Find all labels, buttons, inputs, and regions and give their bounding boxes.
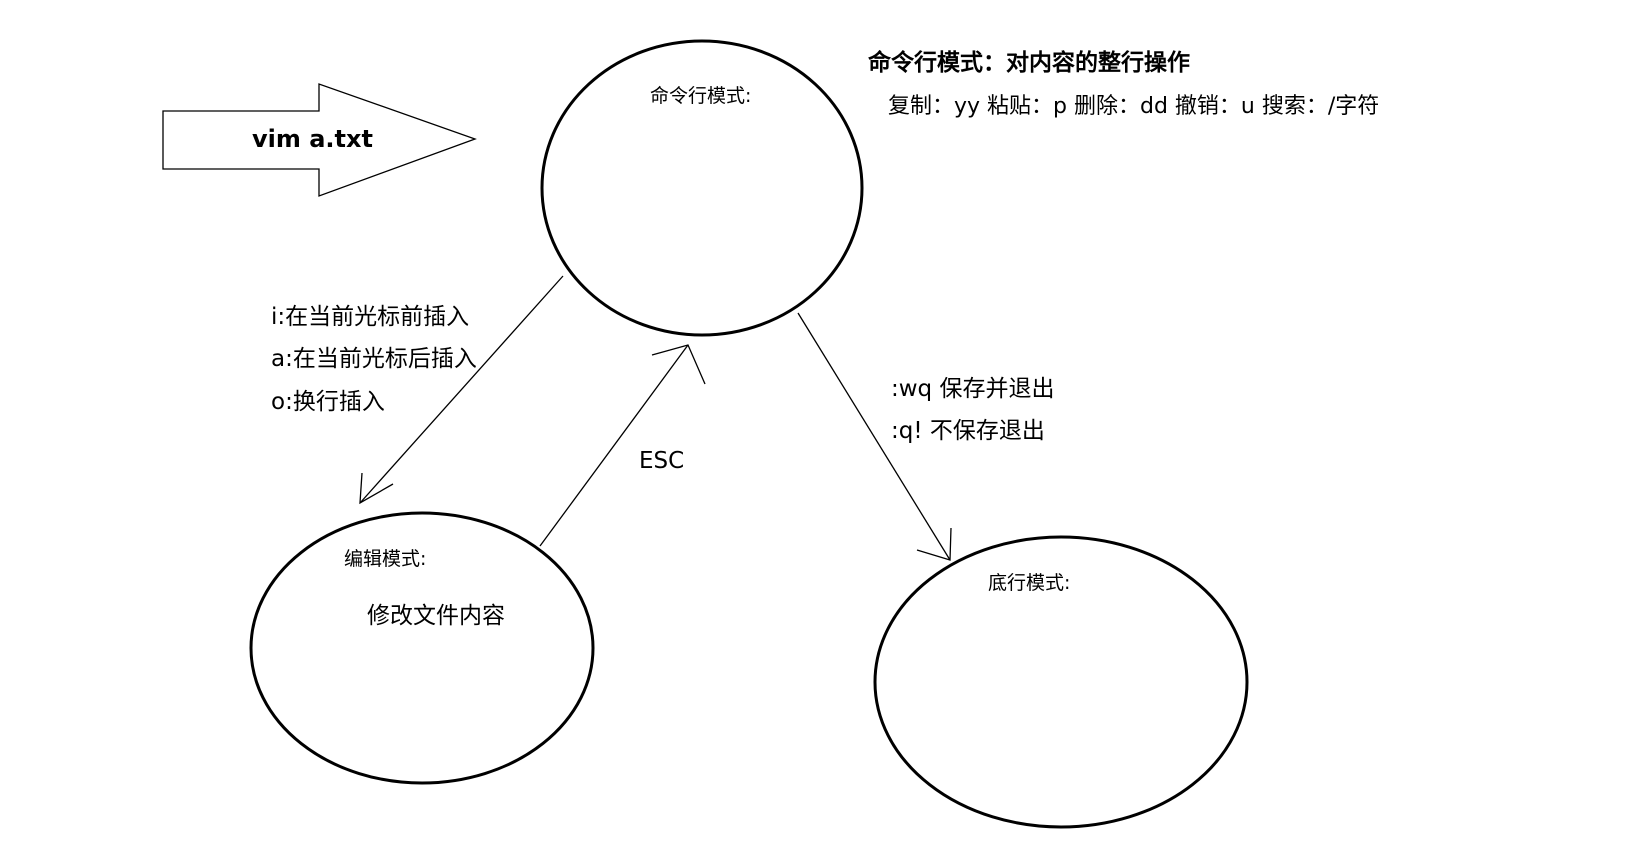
start-arrow-shape [162, 83, 477, 197]
edit-mode-label: 编辑模式: [344, 548, 427, 570]
lastline-mode-label: 底行模式: [988, 572, 1071, 594]
insert-new-line-label: o:换行插入 [271, 389, 385, 415]
arrow-command-to-edit-head [359, 472, 394, 505]
arrow-edit-to-command-head [651, 344, 706, 385]
command-mode-label: 命令行模式: [650, 85, 752, 107]
start-command-label: vim a.txt [252, 125, 373, 153]
arrow-command-to-lastline [797, 312, 951, 561]
save-and-quit-label: :wq 保存并退出 [891, 376, 1055, 402]
arrow-edit-to-command [539, 344, 689, 547]
command-mode-circle [540, 39, 864, 337]
arrow-command-to-edit [359, 275, 564, 504]
quit-without-saving-label: :q! 不保存退出 [891, 418, 1045, 444]
edit-mode-circle [249, 511, 595, 785]
edit-mode-description: 修改文件内容 [367, 603, 505, 629]
insert-before-cursor-label: i:在当前光标前插入 [271, 304, 470, 330]
command-mode-heading: 命令行模式：对内容的整行操作 [868, 50, 1190, 76]
lastline-mode-circle [873, 535, 1249, 829]
command-mode-operations: 复制：yy 粘贴：p 删除：dd 撤销：u 搜索：/字符 [888, 94, 1380, 119]
esc-label: ESC [639, 448, 685, 474]
insert-after-cursor-label: a:在当前光标后插入 [271, 346, 477, 372]
arrow-command-to-lastline-head [916, 527, 952, 561]
